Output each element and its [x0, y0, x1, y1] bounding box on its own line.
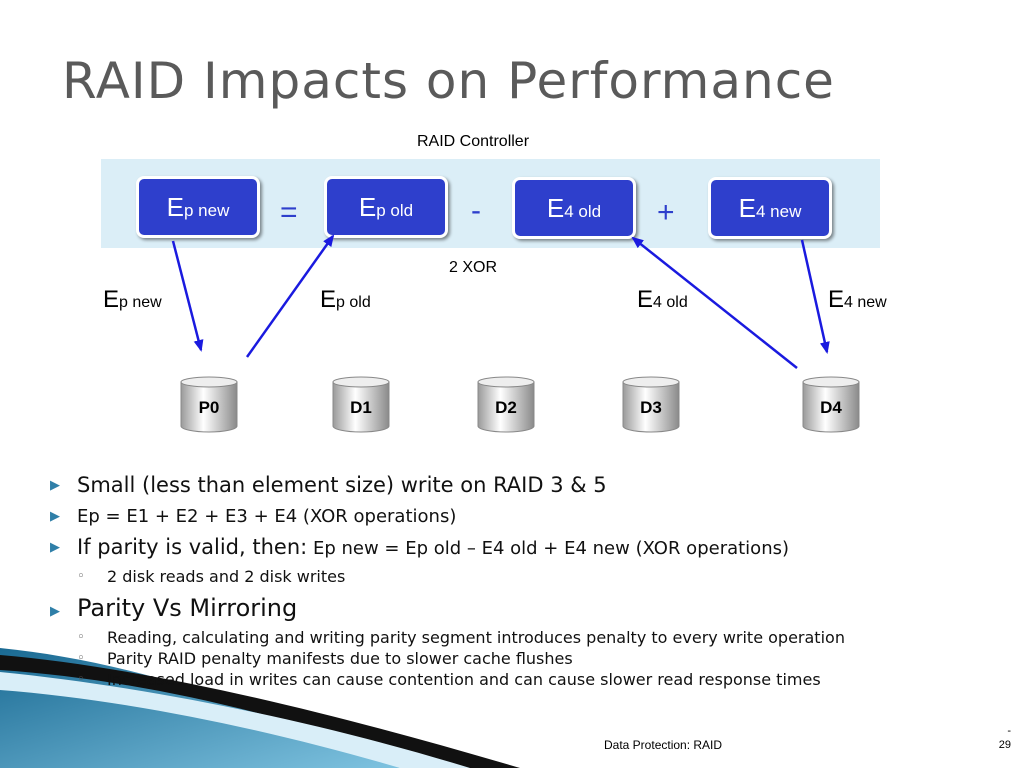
- e4-old-box-sub: 4 old: [564, 202, 602, 221]
- page-number: - 29: [987, 724, 1011, 752]
- raid-controller-label: RAID Controller: [417, 133, 530, 150]
- sub-bullet-ring-icon: ◦: [77, 630, 85, 645]
- flow-label-ep-new: Ep new: [103, 286, 162, 314]
- bullet-item: ▶ Ep = E1 + E2 + E3 + E4 (XOR operations…: [50, 503, 1010, 530]
- bullet-item: ▶ Small (less than element size) write o…: [50, 472, 1010, 499]
- sub-bullet-item: ◦ Reading, calculating and writing parit…: [50, 627, 1010, 648]
- disk-label: D4: [820, 398, 842, 417]
- flow-label-ep-old-main: E: [320, 286, 337, 313]
- disk-d4: D4: [802, 376, 860, 434]
- disk-d2: D2: [477, 376, 535, 434]
- bullet-arrow-icon: ▶: [50, 540, 60, 555]
- e4-new-box: E4 new: [708, 177, 832, 239]
- sub-bullet-item: ◦ Parity RAID penalty manifests due to s…: [50, 648, 1010, 669]
- disk-cylinder-icon: [180, 376, 238, 433]
- ep-new-box: Ep new: [136, 176, 260, 238]
- equals-operator: =: [280, 196, 298, 229]
- sub-bullet-item: ◦ Increased load in writes can cause con…: [50, 669, 1010, 690]
- e4-new-box-sub: 4 new: [755, 202, 802, 221]
- sub-bullet-item: ◦ 2 disk reads and 2 disk writes: [50, 566, 1010, 587]
- page-number-value: 29: [998, 739, 1011, 751]
- sub-bullet-ring-icon: ◦: [77, 651, 85, 666]
- disk-label: D1: [350, 398, 372, 417]
- disk-label: D2: [495, 398, 517, 417]
- sub-bullet-text: 2 disk reads and 2 disk writes: [107, 567, 346, 586]
- arrow-e4-new-to-d4: [800, 239, 830, 354]
- flow-label-e4-old-main: E: [637, 286, 654, 313]
- page-number-dash: -: [1007, 725, 1011, 737]
- ep-old-box-main: E: [358, 192, 377, 222]
- disk-label: D3: [640, 398, 662, 417]
- bullet-arrow-icon: ▶: [50, 509, 60, 524]
- disk-cylinder-icon: [622, 376, 680, 433]
- flow-label-e4-old: E4 old: [637, 286, 688, 314]
- ep-new-box-main: E: [166, 192, 184, 222]
- disk-cylinder-icon: [332, 376, 390, 433]
- bullet-text-tail: Ep new = Ep old – E4 old + E4 new (XOR o…: [307, 538, 789, 559]
- disk-d3: D3: [622, 376, 680, 434]
- bullet-text: Small (less than element size) write on …: [77, 473, 607, 497]
- plus-operator: +: [657, 196, 675, 229]
- bullet-text: If parity is valid, then:: [77, 535, 308, 559]
- sub-bullet-text: Reading, calculating and writing parity …: [107, 628, 845, 647]
- flow-label-e4-old-sub: 4 old: [653, 294, 688, 311]
- e4-old-box: E4 old: [512, 177, 636, 239]
- flow-label-e4-new-sub: 4 new: [844, 294, 887, 311]
- bullet-list: ▶ Small (less than element size) write o…: [50, 472, 1010, 690]
- ep-old-box: Ep old: [324, 176, 448, 238]
- slide-footer: Data Protection: RAID: [604, 738, 723, 752]
- flow-label-ep-old-sub: p old: [336, 294, 371, 311]
- bullet-item: ▶ Parity Vs Mirroring: [50, 593, 1010, 623]
- bullet-text: Parity Vs Mirroring: [77, 594, 298, 622]
- sub-bullet-ring-icon: ◦: [77, 672, 85, 687]
- bullet-item: ▶ If parity is valid, then: Ep new = Ep …: [50, 534, 1010, 562]
- flow-label-e4-new-main: E: [828, 286, 845, 313]
- flow-label-e4-new: E4 new: [828, 286, 887, 314]
- disk-d1: D1: [332, 376, 390, 434]
- ep-new-box-sub: p new: [183, 201, 230, 220]
- e4-old-box-main: E: [546, 193, 565, 223]
- disk-p0: P0: [180, 376, 238, 434]
- xor-count-label: 2 XOR: [449, 259, 498, 276]
- ep-old-box-sub: p old: [376, 201, 414, 220]
- disk-cylinder-icon: [477, 376, 535, 433]
- disk-cylinder-icon: [802, 376, 860, 433]
- bullet-text: Ep = E1 + E2 + E3 + E4 (XOR operations): [77, 506, 457, 527]
- sub-bullet-ring-icon: ◦: [77, 569, 85, 584]
- sub-bullet-text: Increased load in writes can cause conte…: [107, 670, 821, 689]
- slide-title: RAID Impacts on Performance: [62, 52, 835, 110]
- flow-label-ep-new-main: E: [103, 286, 120, 313]
- flow-label-ep-old: Ep old: [320, 286, 371, 314]
- e4-new-box-main: E: [738, 193, 756, 223]
- flow-label-ep-new-sub: p new: [119, 294, 162, 311]
- disk-label: P0: [198, 398, 220, 417]
- arrow-ep-new-to-p0: [171, 240, 204, 352]
- bullet-arrow-icon: ▶: [50, 604, 60, 619]
- minus-operator: -: [471, 194, 481, 227]
- bullet-arrow-icon: ▶: [50, 478, 60, 493]
- sub-bullet-text: Parity RAID penalty manifests due to slo…: [107, 649, 573, 668]
